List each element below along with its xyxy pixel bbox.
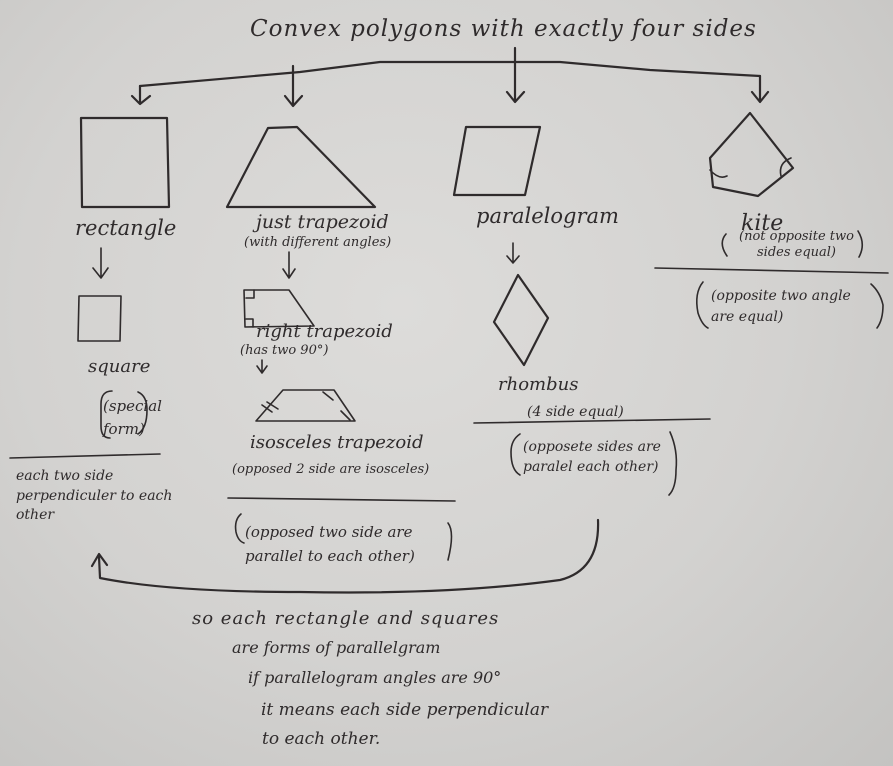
right-trapezoid-label: right trapezoid <box>256 321 393 342</box>
square-note: (special form) <box>103 397 162 438</box>
isosceles-trapezoid-shape <box>255 389 356 422</box>
rhombus-shape <box>492 273 550 367</box>
kite-note: (not opposite two sides equal) <box>739 229 854 260</box>
brace-square-right <box>137 391 148 435</box>
arrow-to-isosceles <box>256 359 268 374</box>
rectangle-label: rectangle <box>75 216 177 240</box>
parallelogram-shape <box>452 125 542 197</box>
rhombus-note: (4 side equal) <box>527 404 624 420</box>
underline-trapezoid <box>227 497 456 502</box>
conclusion-line-1: so each rectangle and squares <box>192 608 500 629</box>
conclusion-line-4: it means each side perpendicular <box>261 700 549 720</box>
kite-property: (opposite two angle are equal) <box>711 288 851 325</box>
right-angle-mark-top <box>245 289 255 299</box>
brace-square-left <box>100 390 113 439</box>
trapezoid-shape <box>225 125 377 209</box>
arrow-to-square <box>92 247 109 279</box>
arrow-to-rectangle <box>130 84 152 106</box>
diagram-title: Convex polygons with exactly four sides <box>250 16 757 42</box>
underline-rectangle <box>9 453 161 459</box>
arrow-to-right-trapezoid <box>282 251 296 279</box>
isosceles-trapezoid-note: (opposed 2 side are isosceles) <box>232 462 430 477</box>
square-label: square <box>88 356 151 377</box>
arrow-to-parallelogram <box>505 46 526 104</box>
rhombus-label: rhombus <box>498 374 579 395</box>
square-shape <box>77 295 122 342</box>
parallelogram-label: paralelogram <box>476 204 619 228</box>
brace-kite-left <box>696 281 709 329</box>
arrow-to-trapezoid <box>283 64 304 108</box>
brace-para-left <box>510 433 521 476</box>
kite-label: kite <box>741 211 784 236</box>
isosceles-trapezoid-label: isosceles trapezoid <box>250 432 424 453</box>
conclusion-line-2: are forms of parallelgram <box>232 638 441 657</box>
parallelogram-property: (opposete sides are paralel each other) <box>523 439 661 476</box>
conclusion-line-3: if parallelogram angles are 90° <box>248 668 502 687</box>
kite-angle-right <box>779 157 792 177</box>
trapezoid-property: (opposed two side are parallel to each o… <box>245 523 415 565</box>
arrow-to-kite <box>750 74 770 104</box>
kite-angle-left <box>709 169 728 178</box>
brace-kite-right <box>870 283 884 329</box>
conclusion-line-5: to each other. <box>262 729 381 749</box>
underline-kite <box>654 267 889 274</box>
brace-para-right <box>668 431 678 496</box>
top-branch-line <box>138 60 762 88</box>
trapezoid-label: just trapezoid <box>256 211 389 233</box>
underline-parallelogram <box>473 418 711 424</box>
brace-kite-note-left <box>721 233 728 257</box>
trapezoid-note: (with different angles) <box>244 235 392 250</box>
kite-shape <box>708 111 795 198</box>
brace-trap-left <box>234 513 245 544</box>
rectangle-shape <box>79 116 171 209</box>
isosceles-marks <box>261 391 351 421</box>
right-trapezoid-shape <box>243 289 315 328</box>
brace-trap-right <box>447 522 453 561</box>
right-angle-mark-bottom <box>245 318 254 328</box>
arrow-to-rhombus <box>506 242 520 264</box>
rectangle-property: each two side perpendiculer to each othe… <box>16 468 173 524</box>
brace-kite-note-right <box>857 230 864 258</box>
right-trapezoid-note: (has two 90°) <box>240 343 329 358</box>
return-arrow <box>90 518 600 594</box>
